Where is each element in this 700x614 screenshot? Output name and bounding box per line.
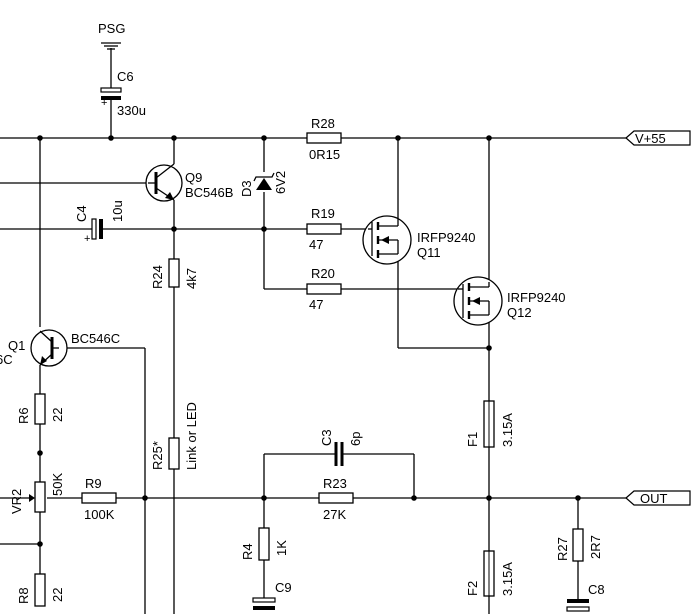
vr2-label: VR2 — [9, 489, 24, 514]
transistor-q9 — [145, 163, 183, 202]
f2-label: F2 — [465, 581, 480, 596]
f1-label: F1 — [465, 432, 480, 447]
out-label: OUT — [640, 491, 668, 506]
resistor-r20 — [306, 283, 342, 295]
transistor-q1 — [30, 329, 68, 367]
wires — [0, 48, 626, 614]
resistor-r6 — [34, 393, 46, 425]
r9-label: R9 — [85, 476, 102, 491]
capacitor-c3 — [334, 442, 344, 466]
q1-label: Q1 — [8, 338, 25, 353]
svg-text:+: + — [101, 97, 107, 109]
psg-ground-symbol — [101, 42, 121, 50]
resistor-r4 — [258, 527, 270, 561]
capacitor-c8 — [566, 599, 590, 612]
fuse-f2 — [483, 550, 495, 597]
resistor-r23 — [318, 492, 354, 504]
c6-value: 330u — [117, 103, 146, 118]
q9-type: BC546B — [185, 185, 233, 200]
r9-value: 100K — [84, 507, 115, 522]
resistor-r28 — [306, 132, 342, 144]
resistor-r25 — [168, 437, 180, 470]
q11-type: IRFP9240 — [417, 230, 476, 245]
r6-value: 22 — [50, 408, 65, 422]
vplus-label: V+55 — [635, 131, 666, 146]
r19-label: R19 — [311, 206, 335, 221]
d3-value: 6V2 — [273, 171, 288, 194]
c4-label: C4 — [74, 205, 89, 222]
vplus-terminal — [625, 130, 691, 146]
r24-label: R24 — [150, 265, 165, 289]
r28-label: R28 — [311, 116, 335, 131]
fuse-f1 — [483, 400, 495, 448]
capacitor-c6: + — [100, 87, 122, 109]
r8-label: R8 — [16, 587, 31, 604]
f1-value: 3.15A — [500, 413, 515, 447]
psg-label: PSG — [98, 21, 125, 36]
capacitor-c4: + — [84, 218, 103, 245]
r20-label: R20 — [311, 266, 335, 281]
c3-label: C3 — [319, 429, 334, 446]
r4-value: 1K — [274, 540, 289, 556]
potentiometer-vr2 — [28, 481, 46, 513]
q1-type: BC546C — [71, 331, 120, 346]
q12-type: IRFP9240 — [507, 290, 566, 305]
capacitor-c9 — [252, 597, 276, 610]
zener-d3 — [253, 172, 275, 190]
c6-label: C6 — [117, 69, 134, 84]
q9-label: Q9 — [185, 170, 202, 185]
resistor-r24 — [168, 258, 180, 288]
q1-cut-type: 6C — [0, 352, 13, 367]
q12-label: Q12 — [507, 305, 532, 320]
q11-label: Q11 — [417, 245, 441, 260]
r23-value: 27K — [323, 507, 346, 522]
r4-label: R4 — [240, 543, 255, 560]
mosfet-q11 — [362, 215, 412, 265]
d3-label: D3 — [239, 180, 254, 197]
r6-label: R6 — [16, 407, 31, 424]
resistor-r9 — [81, 492, 117, 504]
resistor-r8 — [34, 573, 46, 607]
r23-label: R23 — [323, 476, 347, 491]
vr2-value: 50K — [50, 473, 65, 496]
resistor-r19 — [306, 223, 342, 235]
c4-value: 10u — [110, 200, 125, 222]
c9-label: C9 — [275, 580, 292, 595]
r25-value: Link or LED — [184, 402, 199, 470]
c3-value: 6p — [348, 432, 363, 446]
r28-value: 0R15 — [309, 147, 340, 162]
r8-value: 22 — [50, 588, 65, 602]
mosfet-q12 — [453, 276, 503, 326]
r20-value: 47 — [309, 297, 323, 312]
svg-text:+: + — [84, 233, 90, 245]
out-terminal — [625, 490, 691, 506]
r27-value: 2R7 — [588, 535, 603, 559]
r27-label: R27 — [555, 537, 570, 561]
junction-dots — [37, 135, 581, 547]
resistor-r27 — [572, 528, 584, 562]
f2-value: 3.15A — [500, 562, 515, 596]
r19-value: 47 — [309, 237, 323, 252]
c8-label: C8 — [588, 582, 605, 597]
r24-value: 4k7 — [184, 268, 199, 289]
r25-label: R25* — [150, 441, 165, 470]
